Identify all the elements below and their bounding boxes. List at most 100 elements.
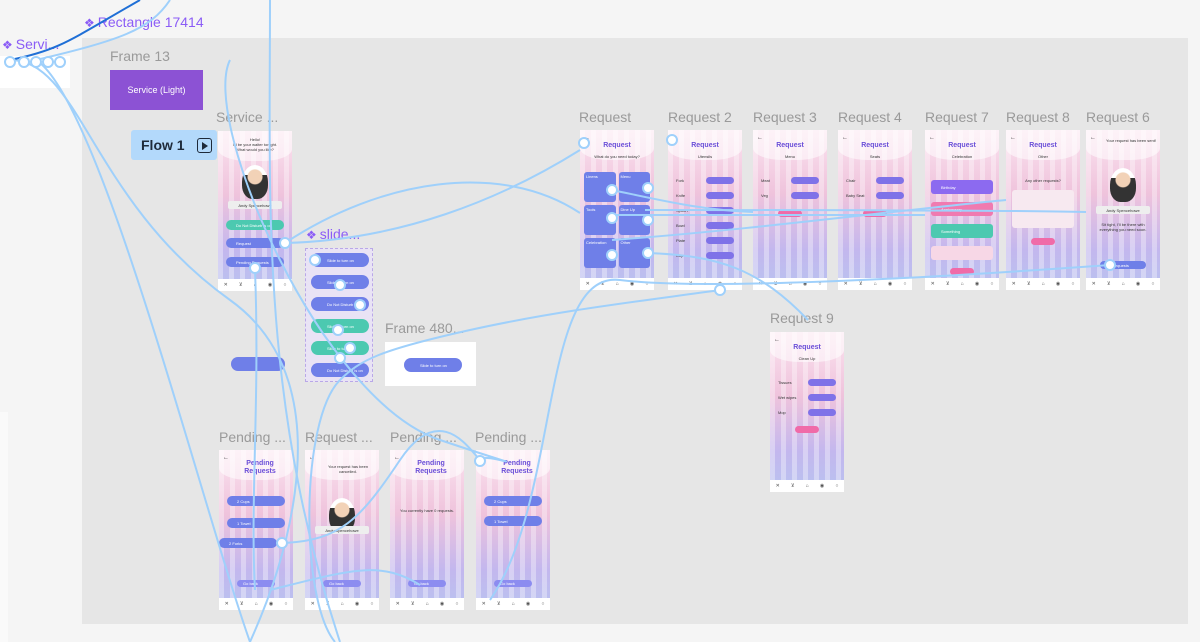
slider-off[interactable]: Slide to turn on (311, 253, 369, 267)
bell-icon[interactable]: ◉ (354, 601, 360, 607)
home-icon[interactable]: ⌂ (788, 281, 792, 287)
cart-icon[interactable]: ⊻ (945, 281, 950, 287)
utensils-icon[interactable]: ✕ (673, 281, 678, 287)
request-8-screen[interactable]: ← Request Other Any other requests? ✕⊻⌂◉… (1006, 130, 1080, 290)
home-icon[interactable]: ⌂ (425, 601, 429, 607)
request-2-screen[interactable]: ← Request Utensils Fork Knife Spoon Bowl… (668, 130, 742, 290)
service-component-label[interactable]: ❖Servi... (2, 36, 60, 52)
pending-item[interactable]: 2 Cups (484, 496, 542, 506)
utensils-icon[interactable]: ✕ (775, 483, 780, 489)
bottom-nav[interactable]: ✕⊻⌂◉○ (770, 480, 844, 492)
quantity-stepper[interactable] (808, 394, 836, 401)
submit-button[interactable] (1031, 238, 1055, 245)
utensils-icon[interactable]: ✕ (930, 281, 935, 287)
user-icon[interactable]: ○ (645, 281, 649, 287)
frame-label-request[interactable]: Request (579, 109, 632, 125)
service-light-button[interactable]: Service (Light) (110, 70, 203, 110)
request-7-screen[interactable]: ← Request Celebration Birthday Anniversa… (925, 130, 999, 290)
frame-label-request-4[interactable]: Request 4 (838, 109, 902, 125)
bell-icon[interactable]: ◉ (439, 601, 445, 607)
user-icon[interactable]: ○ (541, 601, 545, 607)
view-requests-button[interactable]: Requests (1100, 261, 1146, 269)
bottom-nav[interactable]: ✕⊻⌂◉○ (1086, 278, 1160, 290)
back-arrow-icon[interactable]: ← (929, 135, 935, 141)
pending-item[interactable]: 2 Forks (219, 538, 277, 548)
flow-badge[interactable]: Flow 1 (131, 130, 217, 160)
slider-on[interactable]: Do Not Disturb is on (311, 363, 369, 377)
utensils-icon[interactable]: ✕ (310, 601, 315, 607)
row-item[interactable]: Fork (676, 176, 734, 185)
bottom-nav[interactable]: ✕⊻⌂◉○ (219, 598, 293, 610)
go-back-button[interactable]: Go back (494, 580, 532, 587)
cart-icon[interactable]: ⊻ (1106, 281, 1111, 287)
bottom-nav[interactable]: ✕⊻⌂◉○ (580, 278, 654, 290)
cart-icon[interactable]: ⊻ (496, 601, 501, 607)
user-icon[interactable]: ○ (990, 281, 994, 287)
home-icon[interactable]: ⌂ (805, 483, 809, 489)
slider-on[interactable]: Do Not Disturb is on (311, 297, 369, 311)
utensils-icon[interactable]: ✕ (758, 281, 763, 287)
bell-icon[interactable]: ◉ (525, 601, 531, 607)
slider-off[interactable]: Slide to turn on (311, 275, 369, 289)
frame-label-request-7[interactable]: Request 7 (925, 109, 989, 125)
go-back-button[interactable]: Go back (408, 580, 446, 587)
tile-menu[interactable]: Menu (618, 172, 650, 202)
home-icon[interactable]: ⌂ (873, 281, 877, 287)
cart-icon[interactable]: ⊻ (773, 281, 778, 287)
user-icon[interactable]: ○ (283, 282, 287, 288)
utensils-icon[interactable]: ✕ (395, 601, 400, 607)
utensils-icon[interactable]: ✕ (223, 282, 228, 288)
submit-button[interactable] (778, 210, 802, 217)
utensils-icon[interactable]: ✕ (1091, 281, 1096, 287)
quantity-stepper[interactable] (706, 252, 734, 259)
frame-label-pending-1[interactable]: Pending ... (219, 429, 286, 445)
request-9-screen[interactable]: ← Request Clean Up Tissues Wet wipes Mop… (770, 332, 844, 492)
home-icon[interactable]: ⌂ (254, 601, 258, 607)
do-not-disturb-pill[interactable]: Do Not Disturb is on (226, 220, 284, 230)
cart-icon[interactable]: ⊻ (239, 601, 244, 607)
frame-label-request-3[interactable]: Request 3 (753, 109, 817, 125)
slider-off[interactable]: Slide to turn on (404, 358, 462, 372)
frame-label-pending-2[interactable]: Pending ... (390, 429, 457, 445)
pending-item[interactable]: 1 Towel (227, 518, 285, 528)
submit-button[interactable] (950, 268, 974, 275)
frame-label-frame13[interactable]: Frame 13 (110, 48, 170, 64)
user-icon[interactable]: ○ (1071, 281, 1075, 287)
bell-icon[interactable]: ◉ (819, 483, 825, 489)
frame-label-request-mid[interactable]: Request ... (305, 429, 373, 445)
utensils-icon[interactable]: ✕ (1011, 281, 1016, 287)
cart-icon[interactable]: ⊻ (1026, 281, 1031, 287)
cart-icon[interactable]: ⊻ (858, 281, 863, 287)
home-icon[interactable]: ⌂ (615, 281, 619, 287)
back-arrow-icon[interactable]: ← (1010, 135, 1016, 141)
celebration-option[interactable]: Something (931, 224, 993, 238)
back-arrow-icon[interactable]: ← (480, 455, 486, 461)
request-tiles[interactable]: Linens Menu Tools Dine Up Celebration Ot… (584, 172, 650, 268)
pending-requests-screen-2[interactable]: ← Pending Requests You currently have 0 … (390, 450, 464, 610)
user-icon[interactable]: ○ (733, 281, 737, 287)
row-item[interactable]: Cup (676, 251, 734, 260)
play-icon[interactable] (196, 137, 212, 153)
utensils-icon[interactable]: ✕ (481, 601, 486, 607)
tile-dine-up[interactable]: Dine Up (618, 205, 650, 235)
user-icon[interactable]: ○ (370, 601, 374, 607)
back-arrow-icon[interactable]: ← (584, 135, 590, 141)
user-icon[interactable]: ○ (903, 281, 907, 287)
bottom-nav[interactable]: ✕⊻⌂◉○ (1006, 278, 1080, 290)
rectangle-component-label[interactable]: ❖Rectangle 17414 (84, 14, 204, 30)
row-item[interactable]: Mop (778, 408, 836, 417)
back-arrow-icon[interactable]: ← (394, 455, 400, 461)
service-component-thumbnail[interactable] (0, 56, 70, 88)
home-icon[interactable]: ⌂ (960, 281, 964, 287)
tile-linens[interactable]: Linens (584, 172, 616, 202)
row-item[interactable]: Chair (846, 176, 904, 185)
bottom-nav[interactable]: ✕⊻⌂◉○ (753, 278, 827, 290)
bottom-nav[interactable]: ✕⊻⌂◉○ (218, 279, 292, 291)
bell-icon[interactable]: ◉ (802, 281, 808, 287)
frame-label-pending-3[interactable]: Pending ... (475, 429, 542, 445)
frame-label-service[interactable]: Service ... (216, 109, 279, 125)
frame-label-request-9[interactable]: Request 9 (770, 310, 834, 326)
bottom-nav[interactable]: ✕⊻⌂◉○ (390, 598, 464, 610)
bell-icon[interactable]: ◉ (268, 601, 274, 607)
quantity-stepper[interactable] (808, 409, 836, 416)
